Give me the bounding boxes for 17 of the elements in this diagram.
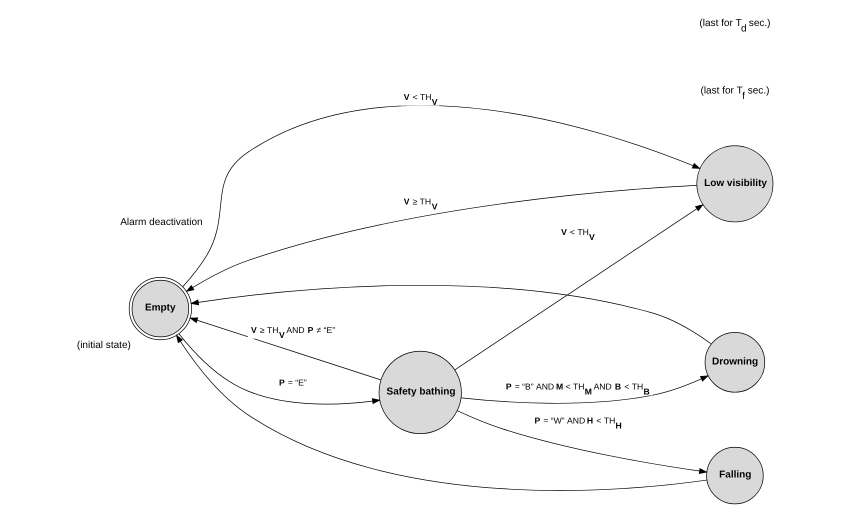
arrow	[185, 184, 696, 292]
arrow	[460, 375, 708, 404]
arrow	[182, 105, 700, 288]
label: Alarm deactivation	[120, 217, 202, 228]
node-circle: Safety bathing	[378, 350, 462, 434]
arrow	[190, 285, 711, 344]
node-circle: Drowning	[704, 332, 765, 393]
arrow	[188, 318, 381, 380]
node-circle: Empty	[128, 277, 192, 340]
node-label: (initial state)	[76, 340, 130, 351]
edge-label: P = “E”	[278, 377, 306, 388]
arrow	[454, 204, 704, 370]
node-circle: Low visibility	[696, 145, 773, 222]
node-circle: Falling	[706, 446, 764, 504]
arrow	[178, 334, 380, 404]
arrow	[175, 334, 707, 491]
arrow	[456, 410, 708, 474]
